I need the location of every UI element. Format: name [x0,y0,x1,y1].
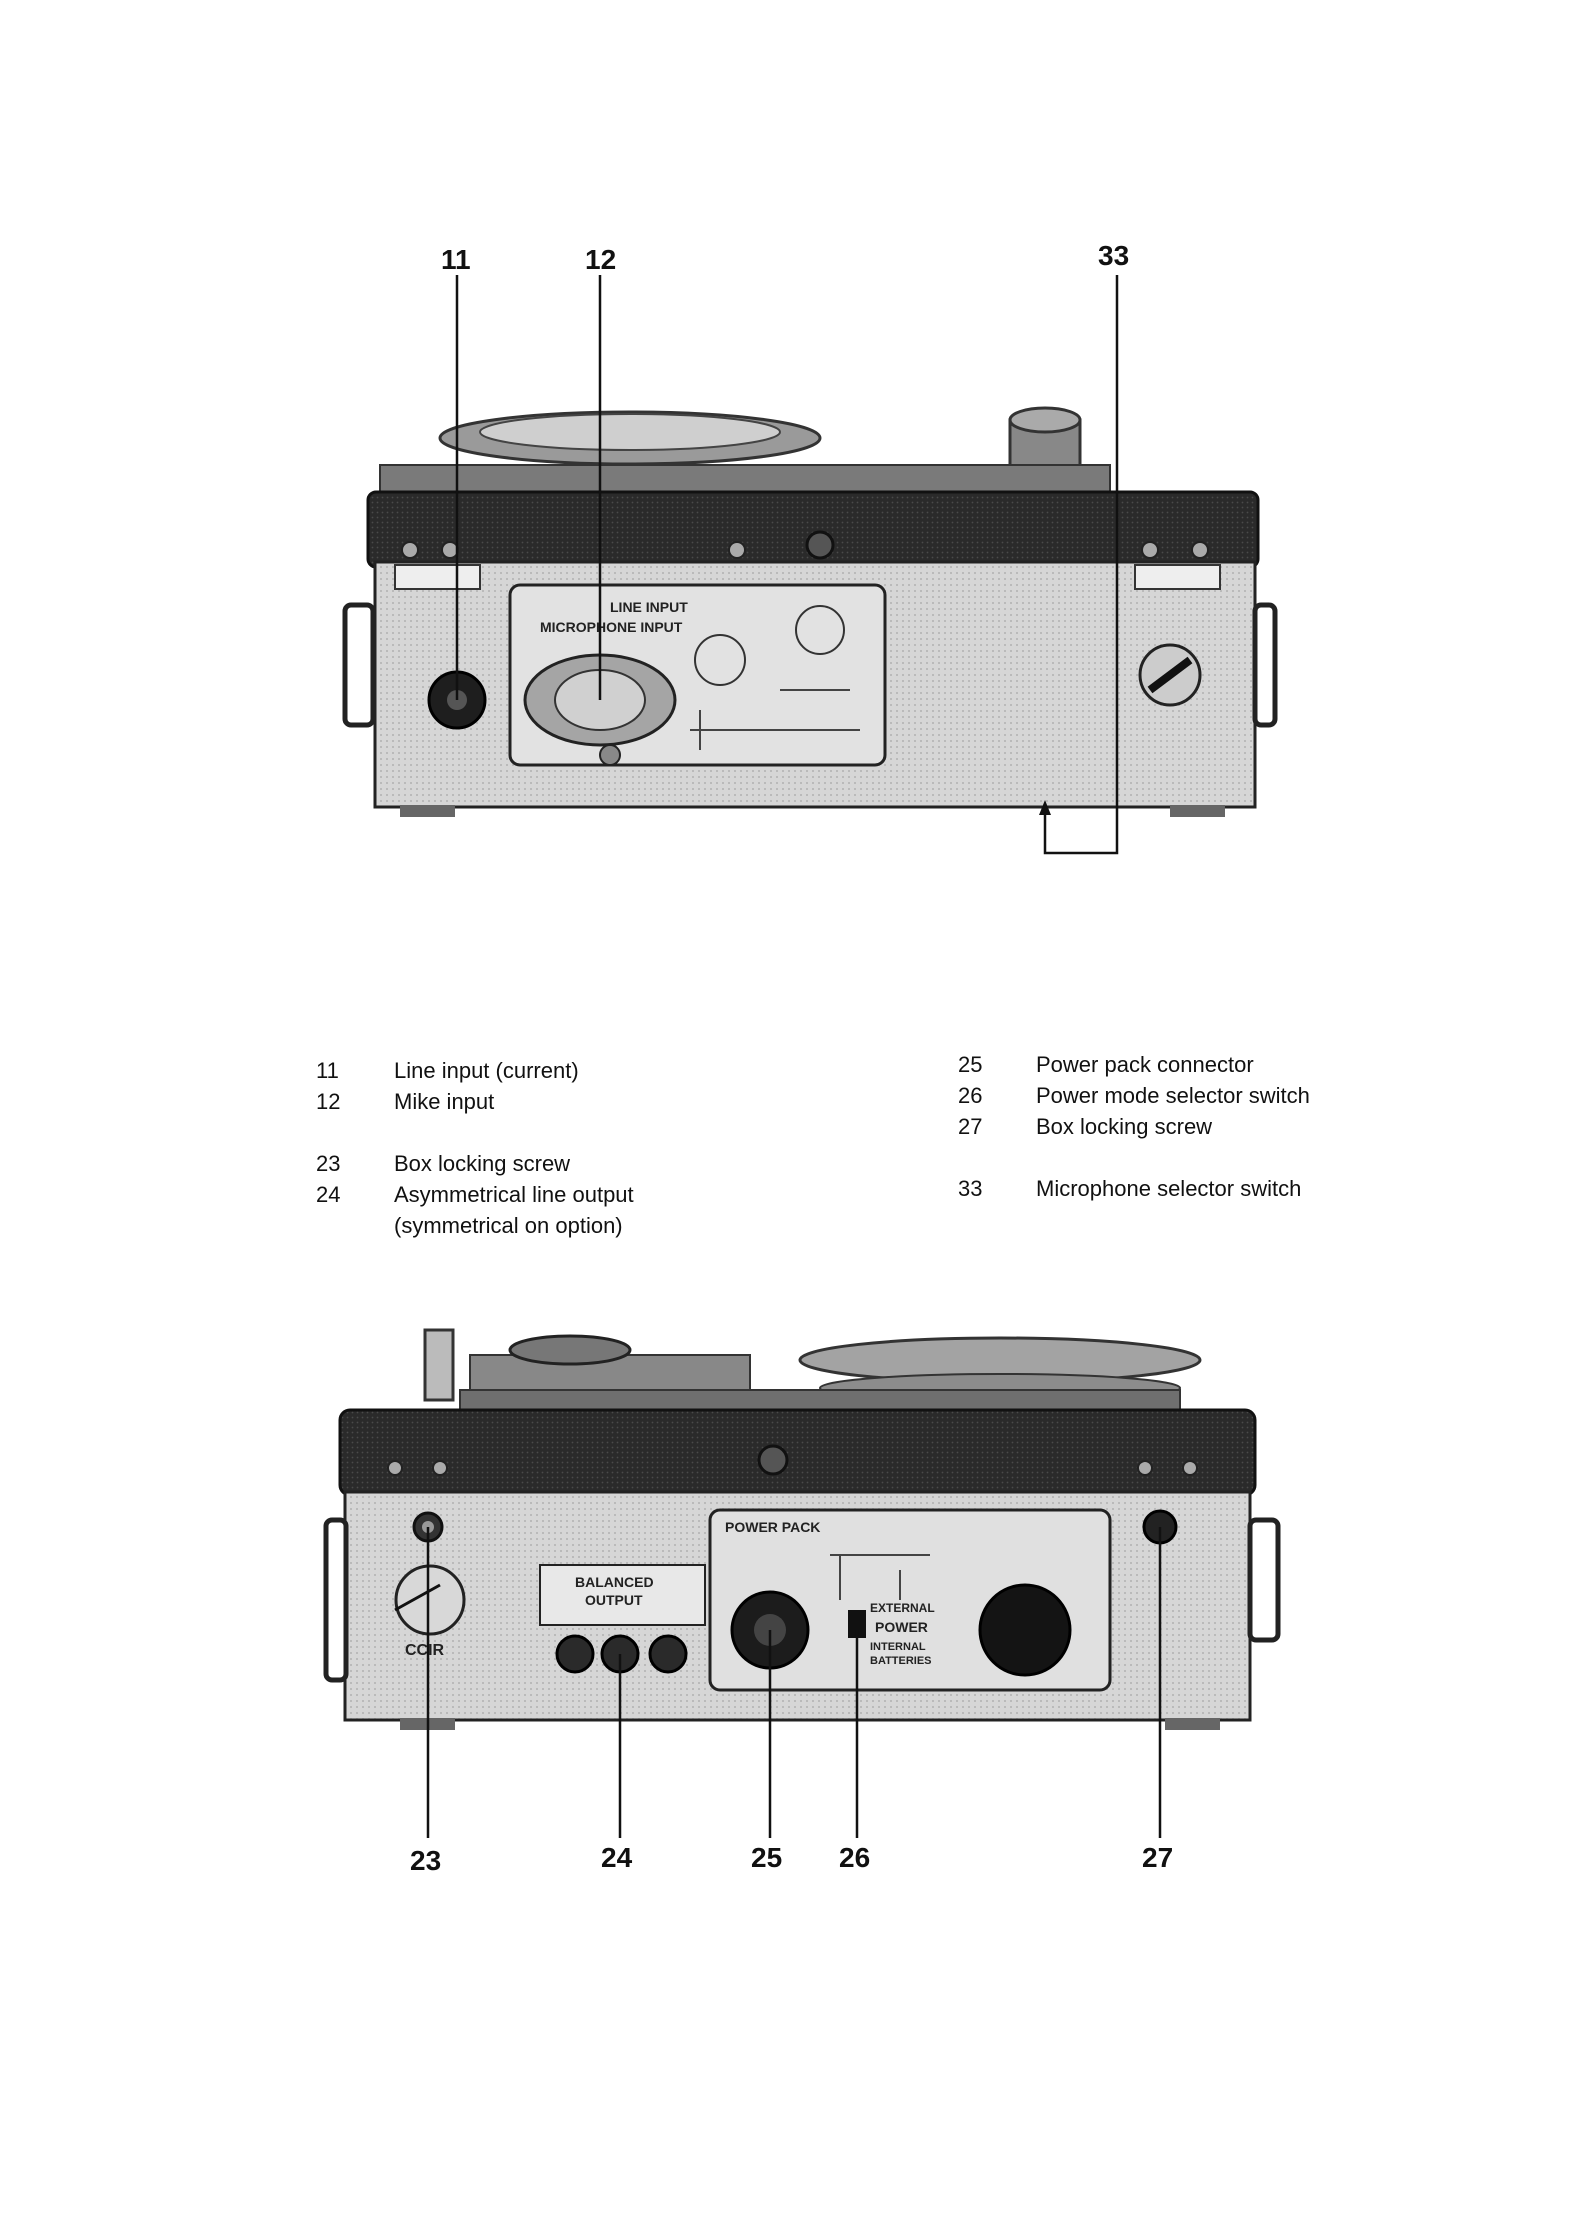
box-locking-screw-left [412,1511,444,1543]
callout-11: 11 [441,244,471,275]
legend-text: Microphone selector switch [1036,1176,1302,1201]
callout-12: 12 [585,244,617,275]
legend-text: Power mode selector switch [1036,1083,1310,1108]
internal-label: INTERNAL [870,1641,926,1653]
panel-line-input-label: LINE INPUT [610,599,688,615]
balanced-output-label-panel [539,1564,706,1626]
legend-text: Asymmetrical line output [394,1182,634,1207]
line-output-jack-3 [648,1634,688,1674]
power-pack-connector [730,1590,810,1670]
legend-text: Mike input [394,1089,495,1114]
callout-27: 27 [1142,1842,1174,1873]
panel-microphone-input-label: MICROPHONE INPUT [540,619,683,635]
ccir-knob [394,1564,466,1636]
box-locking-screw-right [1142,1509,1178,1545]
legend-num: 11 [316,1058,339,1083]
line-output-jack-1 [555,1634,595,1674]
power-pack-panel [708,1508,1112,1692]
external-label: EXTERNAL [870,1601,935,1615]
legend-text: (symmetrical on option) [394,1213,623,1238]
legend-num: 26 [958,1083,983,1108]
legend-text: Box locking screw [1036,1114,1213,1139]
line-output-jack-2 [600,1634,640,1674]
batteries-label: BATTERIES [870,1655,932,1667]
lid-band-rear [338,1408,1257,1497]
callout-25: 25 [751,1842,783,1873]
ccir-label: CCIR [405,1642,445,1659]
rear-panel [343,1490,1252,1722]
legend-right: 25 Power pack connector 26 Power mode sele… [958,1052,1378,1222]
legend-num: 27 [958,1114,983,1139]
legend-num: 12 [316,1089,341,1114]
power-label: POWER [875,1619,928,1635]
legend-text: Box locking screw [394,1151,571,1176]
legend-num: 24 [316,1182,341,1207]
legend-num: 25 [958,1052,983,1077]
tape-reel-rear [798,1336,1202,1384]
callout-24: 24 [601,1842,633,1873]
top-device-photo: LINE INPUT MICROPHONE INPUT [342,275,1278,855]
callout-23: 23 [410,1845,442,1876]
legend-num: 23 [316,1151,341,1176]
legend-text: Power pack connector [1036,1052,1254,1077]
power-pack-label: POWER PACK [725,1519,820,1535]
legend-text: Line input (current) [394,1058,579,1083]
power-mode-selector-switch [848,1610,866,1638]
balanced-label: BALANCED [575,1574,654,1590]
legend-left: 11 Line input (current) 12 Mike input 23 Bo… [316,1058,716,1248]
output-label: OUTPUT [585,1592,643,1608]
legend-num: 33 [958,1176,983,1201]
callout-26: 26 [839,1842,871,1873]
callout-33: 33 [1098,240,1130,271]
